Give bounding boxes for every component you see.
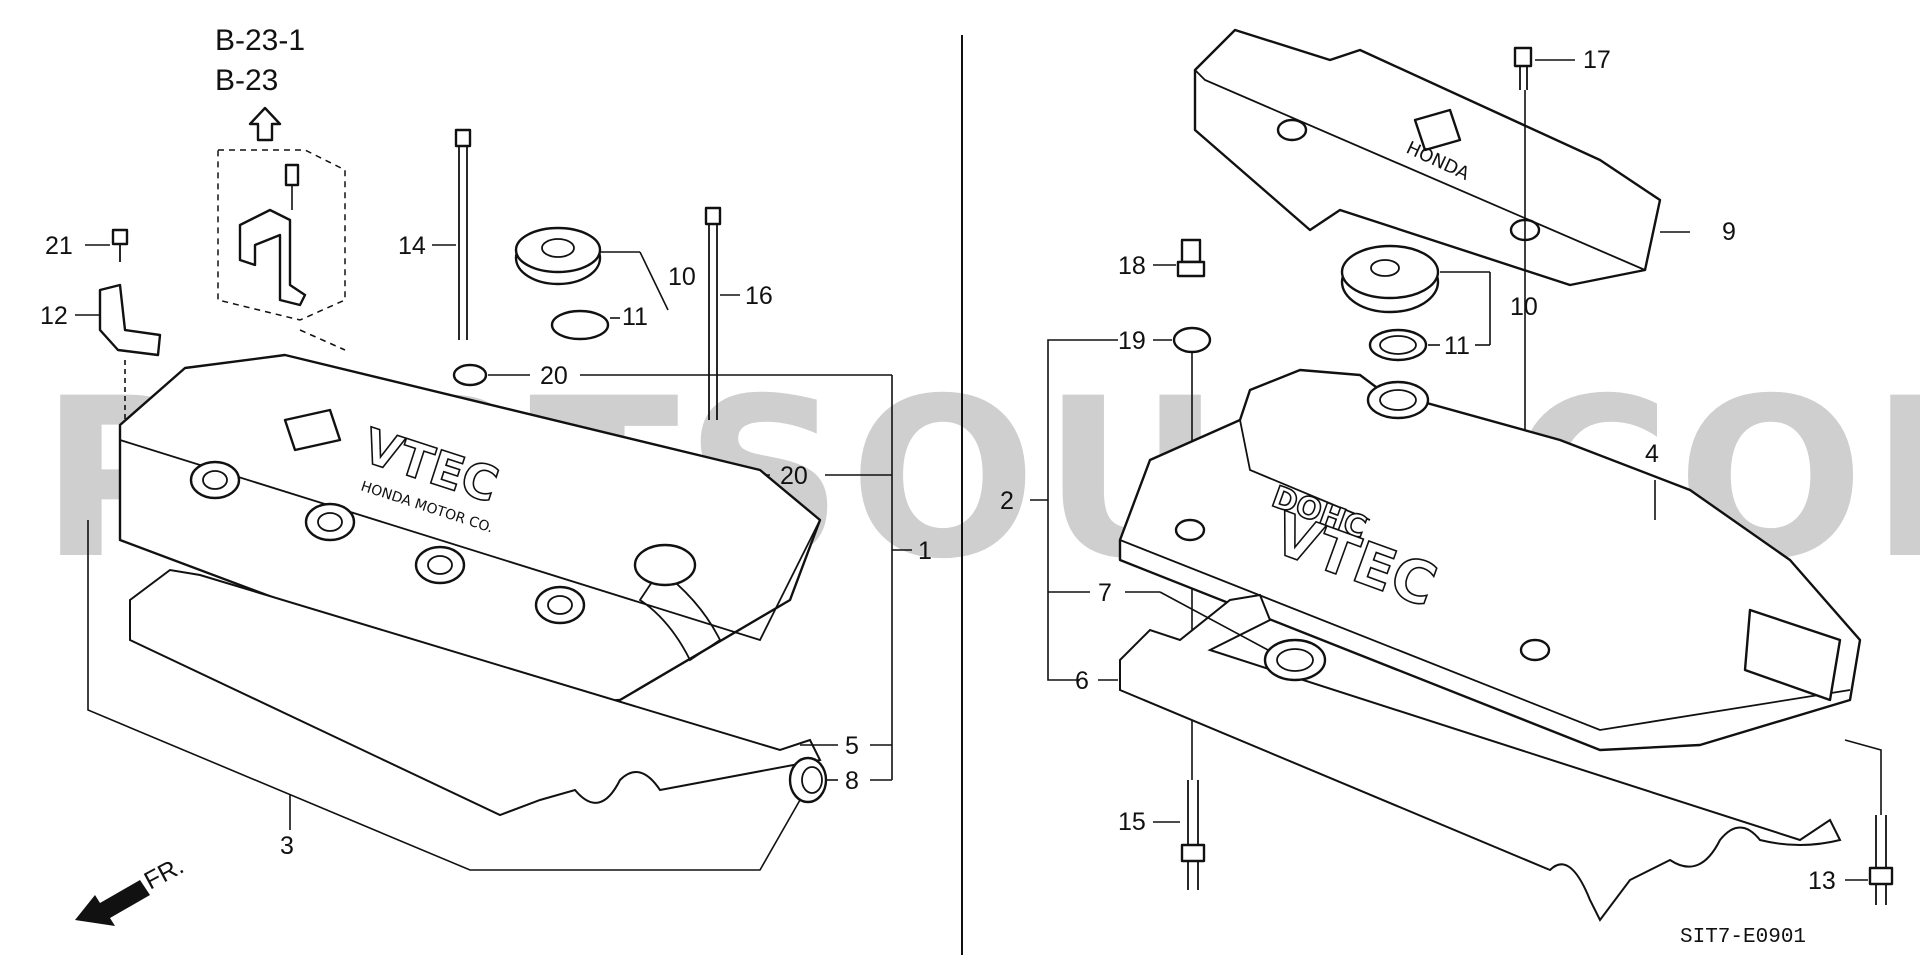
nut-18[interactable] xyxy=(1176,238,1206,278)
callout-6[interactable]: 6 xyxy=(1075,667,1089,695)
callout-8[interactable]: 8 xyxy=(845,767,859,795)
bracket-leader xyxy=(299,329,346,351)
callout-12[interactable]: 12 xyxy=(40,302,68,330)
gasket-5[interactable] xyxy=(129,568,822,817)
oring-11[interactable] xyxy=(550,309,610,341)
front-indicator: FR. xyxy=(140,852,189,896)
callout-1[interactable]: 1 xyxy=(918,537,932,565)
engine-cover-9[interactable] xyxy=(1193,28,1662,287)
callout-4[interactable]: 4 xyxy=(1645,440,1659,468)
callout-2[interactable]: 2 xyxy=(1000,487,1014,515)
callout-10-right[interactable]: 10 xyxy=(1510,293,1538,321)
callout-5[interactable]: 5 xyxy=(845,732,859,760)
guide-13 xyxy=(1844,739,1882,815)
callout-18[interactable]: 18 xyxy=(1118,252,1146,280)
leader-10-left-b xyxy=(639,251,669,311)
callout-11-right[interactable]: 11 xyxy=(1444,332,1470,360)
callout-11-left[interactable]: 11 xyxy=(622,303,648,331)
grommet-19[interactable] xyxy=(1172,326,1212,354)
oil-filler-cap-10[interactable] xyxy=(514,226,602,286)
callout-3[interactable]: 3 xyxy=(280,832,294,860)
oring-11-right[interactable] xyxy=(1368,328,1428,362)
callout-17[interactable]: 17 xyxy=(1583,46,1611,74)
callout-10-left[interactable]: 10 xyxy=(668,263,696,291)
stud-bolt-13[interactable] xyxy=(1868,815,1894,905)
bracket-12[interactable] xyxy=(98,283,162,357)
up-arrow-icon xyxy=(248,106,282,142)
valve-cover-left[interactable] xyxy=(118,353,822,707)
front-arrow-icon xyxy=(75,880,150,926)
harness-clip-bracket[interactable] xyxy=(238,163,307,307)
diagram-code: SIT7-E0901 xyxy=(1680,926,1806,949)
bracket-2-line xyxy=(1047,339,1118,681)
gasket-6[interactable] xyxy=(1119,593,1842,922)
callout-21[interactable]: 21 xyxy=(45,232,73,260)
callout-20-upper[interactable]: 20 xyxy=(540,362,568,390)
bolt-16[interactable] xyxy=(704,206,722,420)
bracket-3-line xyxy=(87,520,801,871)
valve-cover-right[interactable] xyxy=(1118,368,1862,752)
oil-filler-cap-10-right[interactable] xyxy=(1340,244,1440,314)
callout-19[interactable]: 19 xyxy=(1118,327,1146,355)
leader-7-b xyxy=(1159,591,1269,651)
callout-7[interactable]: 7 xyxy=(1098,579,1112,607)
reference-b-23[interactable]: B-23 xyxy=(215,64,278,97)
callout-13[interactable]: 13 xyxy=(1808,867,1836,895)
callout-14[interactable]: 14 xyxy=(398,232,426,260)
bolt-17[interactable] xyxy=(1513,46,1533,90)
reference-b-23-1[interactable]: B-23-1 xyxy=(215,24,305,57)
seal-7[interactable] xyxy=(1263,638,1327,682)
stud-bolt-14[interactable] xyxy=(454,128,472,340)
callout-15[interactable]: 15 xyxy=(1118,808,1146,836)
callout-9[interactable]: 9 xyxy=(1722,218,1736,246)
bolt-21[interactable] xyxy=(111,228,129,262)
grommet-20-upper[interactable] xyxy=(452,363,488,387)
seal-8[interactable] xyxy=(788,756,828,804)
stud-bolt-15[interactable] xyxy=(1180,780,1206,890)
callout-20-lower[interactable]: 20 xyxy=(780,462,808,490)
callout-16[interactable]: 16 xyxy=(745,282,773,310)
